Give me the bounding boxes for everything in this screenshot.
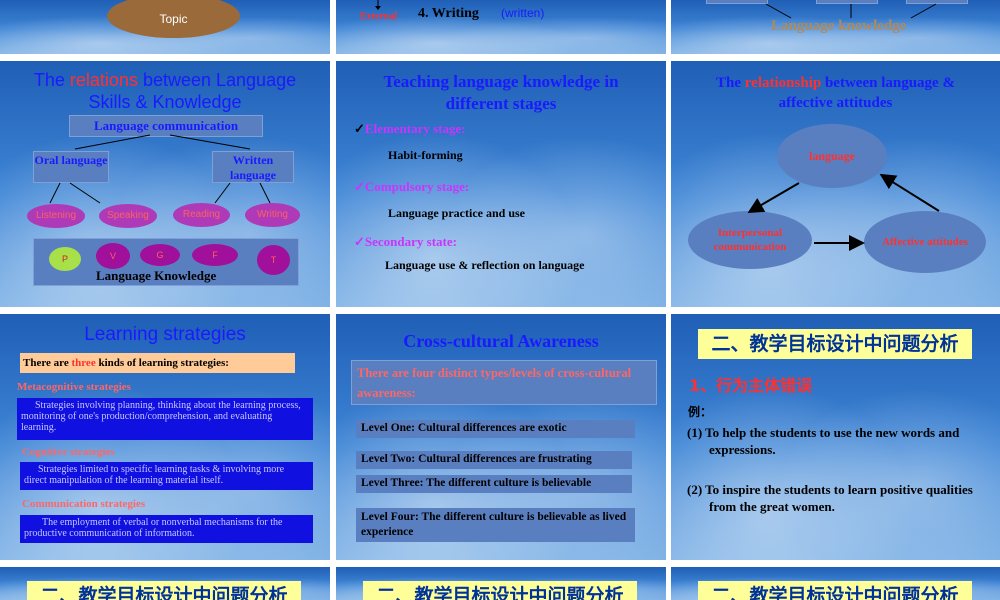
slide-title: Learning strategies	[84, 324, 246, 345]
knowledge-t: T	[257, 245, 290, 275]
title-red: relations	[69, 70, 138, 90]
intro-box: There are four distinct types/levels of …	[351, 360, 657, 405]
stage-desc: Language use & reflection on language	[385, 258, 585, 272]
top-box-2	[816, 0, 878, 4]
interpersonal-oval: Interpersonal communication	[688, 211, 812, 269]
intro-box: There are three kinds of learning strate…	[20, 353, 295, 373]
level-item: Level Two: Cultural differences are frus…	[356, 451, 632, 469]
top-box-1	[706, 0, 768, 4]
written-language-box: Written language	[212, 151, 294, 183]
strategy-name: Communication strategies	[22, 498, 146, 510]
example-1: (1) To help the students to use the new …	[687, 425, 960, 457]
skill-reading: Reading	[173, 203, 230, 227]
language-knowledge-label: Language knowledge	[771, 18, 907, 34]
slide-topic-partial[interactable]: Topic	[0, 0, 330, 54]
stage-name: Compulsory stage:	[364, 179, 470, 194]
strategy-desc: The employment of verbal or nonverbal me…	[20, 515, 313, 543]
stage-desc: Habit-forming	[388, 148, 463, 162]
title-pre: The	[33, 70, 70, 90]
stage-desc: Language practice and use	[388, 206, 526, 220]
subtitle: 1、行为主体错误	[689, 376, 813, 395]
strategy-desc: Strategies limited to specific learning …	[20, 462, 313, 490]
example-2: (2) To inspire the students to learn pos…	[687, 482, 973, 514]
slide-title: 二、教学目标设计中问题分析	[698, 329, 972, 359]
slide-title: Cross-cultural Awareness	[403, 331, 599, 351]
connector-arrows	[765, 3, 937, 19]
strategy-desc: Strategies involving planning, thinking …	[17, 398, 313, 440]
skill-speaking: Speaking	[99, 204, 157, 228]
affective-arrows	[747, 173, 940, 251]
stage-name: Elementary stage:	[364, 121, 466, 136]
relation-arrows	[49, 134, 271, 204]
title-line2: Skills & Knowledge	[88, 92, 242, 112]
knowledge-v: V	[96, 243, 130, 269]
topic-label: Topic	[159, 12, 188, 26]
affective-oval: Affective attitudes	[864, 211, 986, 273]
language-oval: language	[777, 124, 887, 188]
writing-label: 4. Writing	[418, 6, 479, 21]
strategy-name: Cognitive strategies	[22, 446, 115, 458]
slide-row3-1[interactable]: 二、教学目标设计中问题分析	[0, 567, 330, 600]
language-knowledge-caption: Language Knowledge	[96, 268, 217, 283]
slide-affective[interactable]: The relationship between language & affe…	[671, 61, 1000, 307]
slide-learning-strategies[interactable]: Learning strategies There are three kind…	[0, 314, 330, 560]
stage-secondary: ✓Secondary state:	[354, 234, 457, 250]
level-item: Level Four: The different culture is bel…	[356, 508, 635, 542]
level-item: Level Three: The different culture is be…	[356, 475, 632, 493]
slide-knowledge-partial[interactable]: Language knowledge	[671, 0, 1000, 54]
external-label: External	[360, 11, 398, 22]
topic-oval	[107, 0, 240, 38]
top-box-3	[906, 0, 968, 4]
title-post: between Language	[137, 70, 297, 90]
slide-relations[interactable]: The relations between Language Skills & …	[0, 61, 330, 307]
written-label: (written)	[501, 6, 545, 20]
knowledge-f: F	[192, 244, 238, 266]
title-post: between language &	[821, 75, 955, 91]
skill-writing: Writing	[245, 203, 300, 227]
slide-row3-2[interactable]: 二、教学目标设计中问题分析	[336, 567, 666, 600]
knowledge-g: G	[140, 244, 180, 266]
level-item: Level One: Cultural differences are exot…	[356, 420, 635, 438]
title-line2: different stages	[445, 94, 557, 113]
stage-name: Secondary state:	[364, 234, 457, 249]
knowledge-p: P	[49, 247, 81, 271]
oral-language-box: Oral language	[33, 151, 109, 183]
intro-pre: There are	[23, 357, 72, 369]
title-pre: The	[716, 75, 745, 91]
example-label: 例：	[688, 405, 713, 419]
slide-objective-analysis[interactable]: 二、教学目标设计中问题分析 1、行为主体错误 例： (1) To help th…	[671, 314, 1000, 560]
intro-red: three	[71, 357, 96, 369]
slide-title: 二、教学目标设计中问题分析	[363, 581, 637, 600]
slide-teaching-stages[interactable]: Teaching language knowledge in different…	[336, 61, 666, 307]
slide-skills-partial[interactable]: External 4. Writing (written)	[336, 0, 666, 54]
check-icon: ✓	[354, 179, 365, 194]
intro-post: kinds of learning strategies:	[95, 357, 229, 369]
title-red: relationship	[744, 75, 822, 91]
strategy-name: Metacognitive strategies	[17, 381, 131, 393]
slide-row3-3[interactable]: 二、教学目标设计中问题分析	[671, 567, 1000, 600]
stage-compulsory: ✓Compulsory stage:	[354, 179, 469, 195]
stage-elementary: ✓Elementary stage:	[354, 121, 466, 137]
slide-title: The relations between Language Skills & …	[0, 69, 330, 113]
slide-title: The relationship between language & affe…	[671, 73, 1000, 113]
language-communication-box: Language communication	[69, 115, 263, 137]
slide-cross-cultural[interactable]: Cross-cultural Awareness There are four …	[336, 314, 666, 560]
slide-title: 二、教学目标设计中问题分析	[27, 581, 301, 600]
check-icon: ✓	[354, 234, 365, 249]
check-icon: ✓	[354, 121, 365, 136]
slide-title: Teaching language knowledge in different…	[336, 71, 666, 115]
title-line2: affective attitudes	[778, 95, 893, 111]
connector-lines	[375, 0, 381, 10]
skill-listening: Listening	[27, 204, 85, 228]
slide-title: 二、教学目标设计中问题分析	[698, 581, 972, 600]
title-line1: Teaching language knowledge in	[383, 72, 619, 91]
